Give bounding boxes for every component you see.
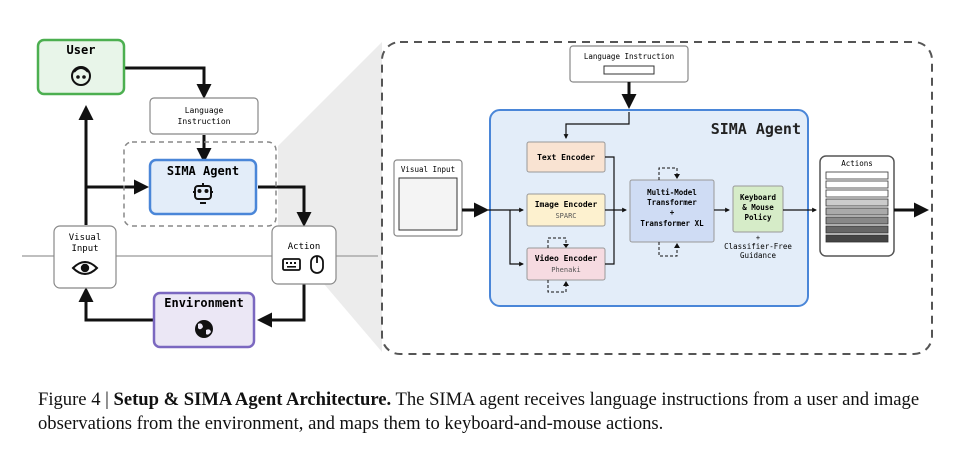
action-slot [825, 207, 889, 216]
transformer-line1: Multi-Model [647, 188, 697, 197]
user-box: User [36, 38, 126, 96]
transformer-line2: Transformer [647, 198, 697, 207]
language-instruction-line2: Instruction [178, 117, 231, 126]
action-slot [825, 234, 889, 243]
action-box: Action [271, 225, 337, 285]
environment-label: Environment [164, 296, 243, 310]
policy-line3: Policy [744, 213, 772, 222]
action-slot [825, 171, 889, 180]
architecture-diagram: User Language Instruction SIMA Agent Vis… [22, 38, 933, 355]
video-encoder-box: Video Encoder Phenaki [526, 247, 606, 281]
video-encoder-sub: Phenaki [551, 266, 581, 274]
zoom-funnel [278, 42, 382, 352]
transformer-line3: + [670, 208, 675, 217]
instruction-text-field-icon [603, 65, 655, 75]
action-label: Action [288, 242, 321, 252]
caption-title: Setup & SIMA Agent Architecture. [113, 389, 392, 410]
language-instruction-box: Language Instruction [149, 97, 259, 135]
mouse-icon [310, 255, 324, 274]
video-encoder-label: Video Encoder [535, 253, 598, 263]
image-encoder-box: Image Encoder SPARC [526, 193, 606, 227]
policy-line1: Keyboard [740, 193, 776, 202]
globe-icon [195, 320, 213, 338]
transformer-box: Multi-Model Transformer + Transformer XL [629, 179, 715, 243]
sima-agent-detail-title: SIMA Agent [711, 120, 801, 138]
eye-icon [71, 261, 99, 275]
actions-box: Actions [819, 155, 895, 257]
robot-icon [193, 183, 213, 204]
keyboard-icon [282, 258, 301, 271]
action-slot [825, 198, 889, 207]
agent-dashed-container [123, 141, 277, 227]
detail-language-instruction-label: Language Instruction [584, 52, 674, 61]
visual-input-line2: Input [71, 244, 98, 254]
image-encoder-sub: SPARC [555, 212, 576, 220]
policy-box: Keyboard & Mouse Policy [732, 185, 784, 233]
policy-line2: & Mouse [742, 203, 774, 212]
action-slot [825, 216, 889, 225]
language-instruction-line1: Language [185, 106, 224, 115]
caption-body: The SIMA agent receives language instruc… [38, 389, 920, 434]
caption-prefix: Figure 4 | [38, 389, 114, 410]
action-slot [825, 189, 889, 198]
sima-agent-box: SIMA Agent [148, 158, 258, 216]
detail-visual-input-label: Visual Input [401, 165, 455, 174]
detail-flow-arrows [462, 82, 929, 267]
policy-extra-plus: + [756, 234, 760, 242]
recurrence-arrowheads [563, 174, 680, 286]
detail-visual-input-box: Visual Input [393, 159, 463, 237]
visual-input-line1: Visual [69, 233, 102, 243]
action-slot [825, 180, 889, 189]
transformer-line4: Transformer XL [640, 219, 704, 228]
action-slot [825, 225, 889, 234]
actions-label: Actions [841, 159, 873, 168]
image-encoder-label: Image Encoder [535, 200, 598, 209]
sima-agent-label: SIMA Agent [167, 164, 239, 178]
image-frame-icon [398, 177, 458, 231]
text-encoder-box: Text Encoder [526, 141, 606, 173]
left-flow-arrows [78, 66, 312, 328]
detail-language-instruction-box: Language Instruction [569, 45, 689, 83]
text-encoder-label: Text Encoder [537, 153, 595, 162]
recurrence-loops [547, 167, 678, 293]
policy-extra-line1: Classifier-Free [724, 242, 792, 251]
policy-extra-line2: Guidance [740, 251, 777, 260]
user-label: User [67, 43, 96, 57]
figure-caption: Figure 4 | Setup & SIMA Agent Architectu… [38, 388, 958, 436]
environment-box: Environment [152, 291, 256, 349]
face-icon [71, 66, 91, 86]
visual-input-box: Visual Input [53, 225, 117, 289]
